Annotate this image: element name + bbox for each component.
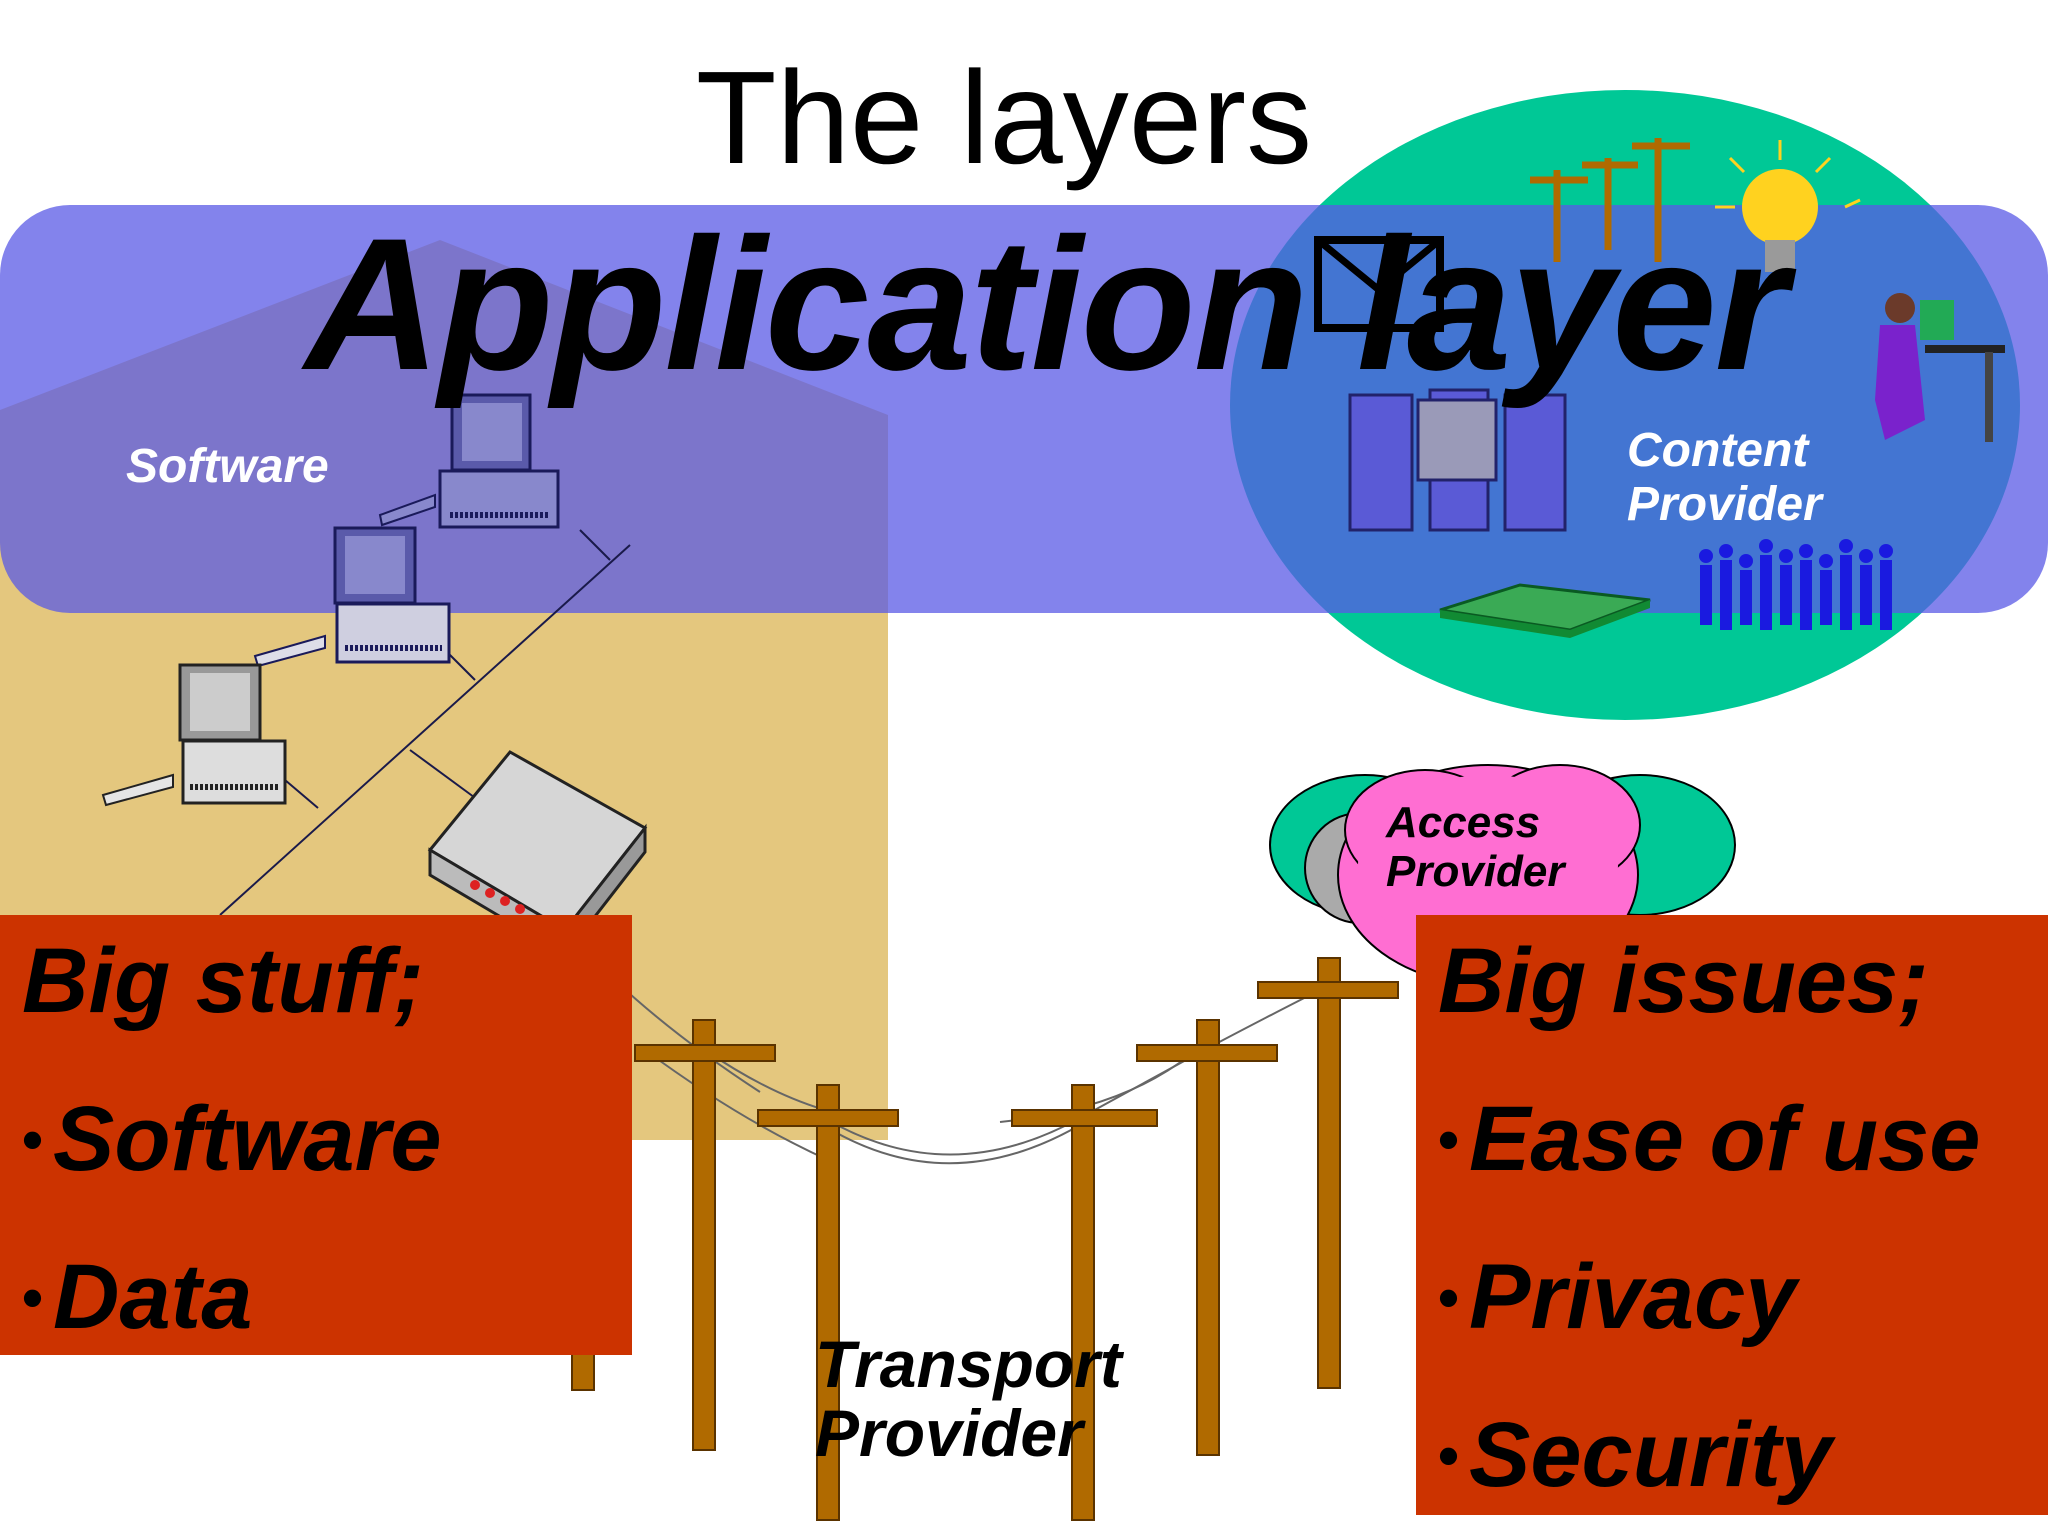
transport-provider-label: Transport Provider bbox=[815, 1327, 1122, 1471]
computer-icon bbox=[378, 393, 560, 529]
list-item: •Software bbox=[22, 1088, 442, 1190]
computer-icon bbox=[101, 663, 287, 807]
list-item: •Security bbox=[1438, 1404, 1833, 1506]
list-item: •Privacy bbox=[1438, 1246, 1797, 1348]
content-provider-label-line1: Content bbox=[1627, 424, 1809, 477]
envelope-icon bbox=[1314, 236, 1444, 332]
access-provider-label: Access Provider bbox=[1386, 798, 1565, 897]
list-item-text: Software bbox=[53, 1088, 442, 1190]
access-provider-label-line2: Provider bbox=[1386, 847, 1565, 897]
big-stuff-heading: Big stuff; bbox=[22, 930, 425, 1032]
big-stuff-box: Big stuff; •Software •Data bbox=[0, 915, 632, 1355]
reader-person-icon bbox=[1875, 293, 2005, 442]
access-provider-label-line1: Access bbox=[1386, 798, 1541, 847]
list-item-text: Security bbox=[1469, 1404, 1833, 1506]
transport-provider-label-line1: Transport bbox=[815, 1327, 1122, 1401]
software-label: Software bbox=[126, 440, 329, 493]
big-issues-heading: Big issues; bbox=[1438, 930, 1929, 1032]
big-stuff-list: •Software •Data bbox=[22, 1093, 632, 1343]
application-layer-title: Application layer bbox=[305, 199, 1788, 409]
list-item: •Ease of use bbox=[1438, 1088, 1981, 1190]
file-cabinet-icon bbox=[1348, 388, 1567, 532]
list-item-text: Data bbox=[53, 1246, 253, 1348]
slide-title: The layers bbox=[695, 44, 1313, 191]
crowd-icon bbox=[1699, 539, 1893, 630]
list-item-text: Ease of use bbox=[1469, 1088, 1981, 1190]
money-stack-icon bbox=[1439, 583, 1651, 638]
list-item-text: Privacy bbox=[1469, 1246, 1797, 1348]
network-lines bbox=[219, 529, 631, 916]
content-provider-label-line2: Provider bbox=[1627, 477, 1822, 531]
content-provider-label: Content Provider bbox=[1627, 424, 1822, 532]
transport-provider-label-line2: Provider bbox=[815, 1396, 1083, 1471]
utility-poles-icon bbox=[1530, 138, 1690, 262]
list-item: •Data bbox=[22, 1246, 253, 1348]
computer-icon bbox=[253, 526, 451, 668]
big-issues-list: •Ease of use •Privacy •Security bbox=[1438, 1093, 2048, 1501]
big-issues-box: Big issues; •Ease of use •Privacy •Secur… bbox=[1416, 915, 2048, 1515]
light-bulb-icon bbox=[1715, 140, 1861, 272]
